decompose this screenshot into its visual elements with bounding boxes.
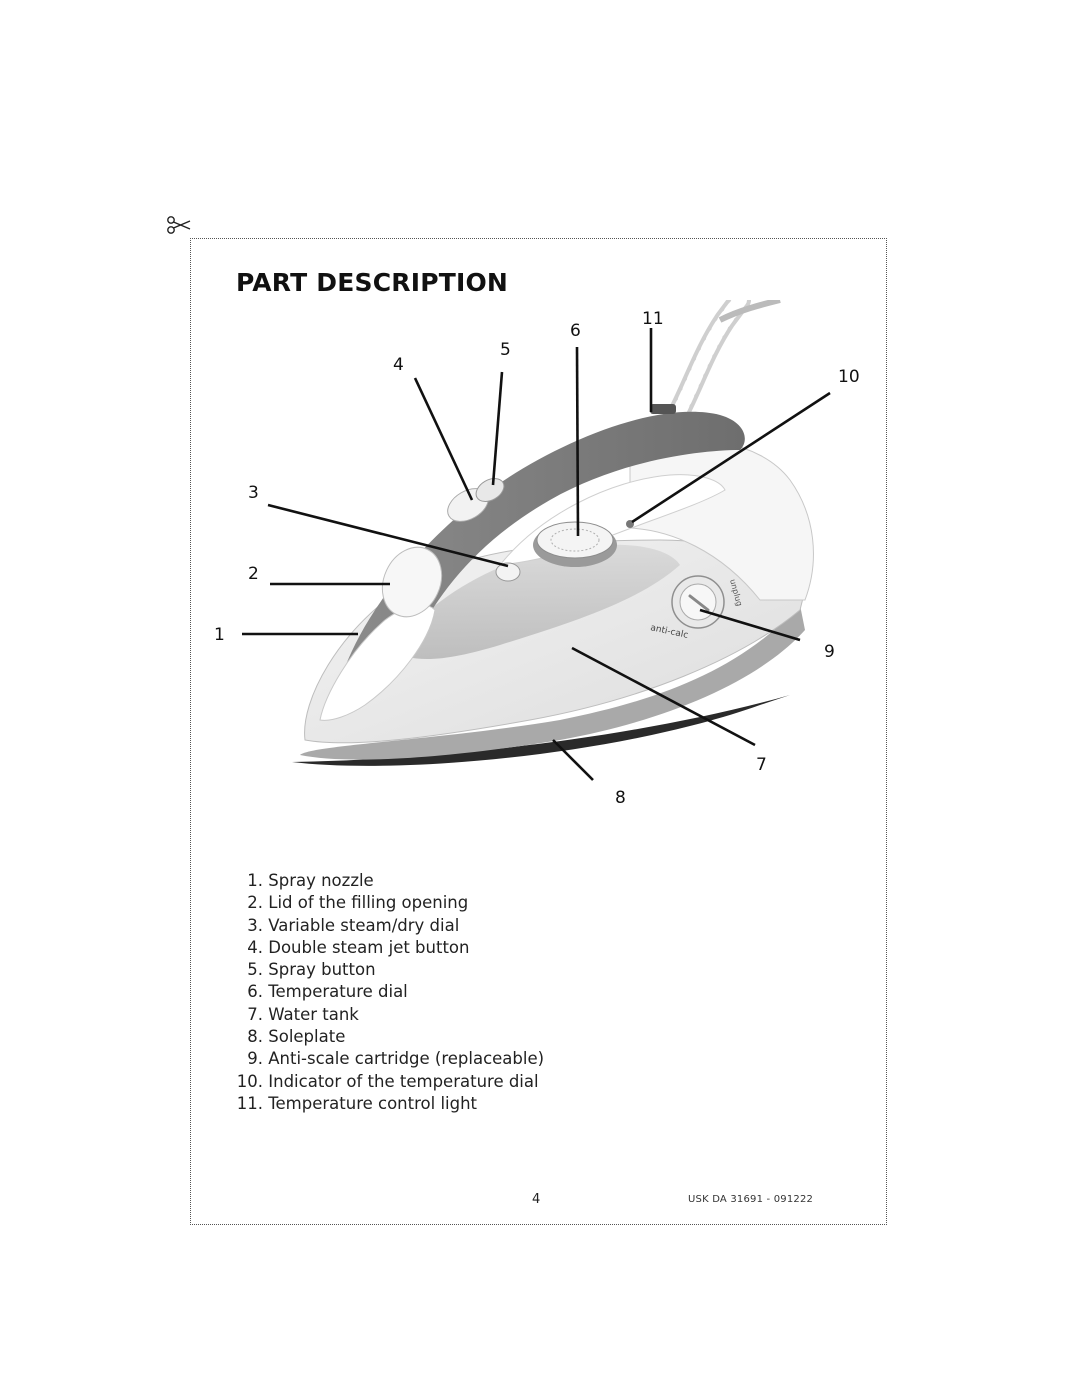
callout-5: 5: [500, 340, 511, 360]
callout-6: 6: [570, 321, 581, 341]
base-band: [300, 605, 805, 760]
power-cord: [669, 300, 781, 421]
control-light: [650, 404, 676, 414]
temperature-dial: [533, 521, 617, 567]
page-title: PART DESCRIPTION: [236, 268, 509, 297]
list-item: 1. Spray nozzle: [247, 871, 374, 890]
water-tank: [390, 544, 680, 660]
callout-4: 4: [393, 355, 404, 375]
callout-2: 2: [248, 564, 259, 584]
filling-lid: [381, 546, 443, 618]
list-item: 4. Double steam jet button: [247, 937, 470, 957]
callout-9: 9: [824, 642, 835, 662]
list-item: 9. Anti-scale cartridge (replaceable): [247, 1049, 545, 1069]
list-item: 6. Temperature dial: [247, 982, 408, 1002]
list-item: 5. Spray button: [247, 960, 376, 980]
list-item: 3. Variable steam/dry dial: [247, 915, 460, 935]
list-item: 8. Soleplate: [247, 1027, 346, 1047]
callout-1: 1: [214, 625, 225, 645]
nose-cap: [319, 604, 436, 721]
document-code: USK DA 31691 - 091222: [688, 1194, 814, 1205]
page-number: 4: [532, 1192, 541, 1207]
callout-lines: [242, 328, 831, 781]
list-item: 2. Lid of the filling opening: [247, 893, 469, 913]
list-item: 11. Temperature control light: [236, 1093, 478, 1113]
parts-list: 1. Spray nozzle 2. Lid of the filling op…: [230, 870, 544, 1115]
list-item: 10. Indicator of the temperature dial: [236, 1071, 539, 1091]
callout-11: 11: [642, 309, 664, 329]
iron-diagram: anti-calc unplug 1 2 3 4 5 6 7 8 9 10 11: [214, 300, 860, 808]
callout-3: 3: [248, 483, 259, 503]
steam-dial: [495, 562, 521, 582]
list-item: 7. Water tank: [247, 1004, 359, 1024]
callout-7: 7: [756, 755, 767, 775]
callout-10: 10: [838, 367, 860, 387]
scissors-icon: [167, 216, 191, 234]
callout-8: 8: [615, 788, 626, 808]
spray-button: [475, 478, 505, 502]
soleplate-shape: [292, 695, 790, 766]
cut-out-frame: [190, 238, 887, 1225]
